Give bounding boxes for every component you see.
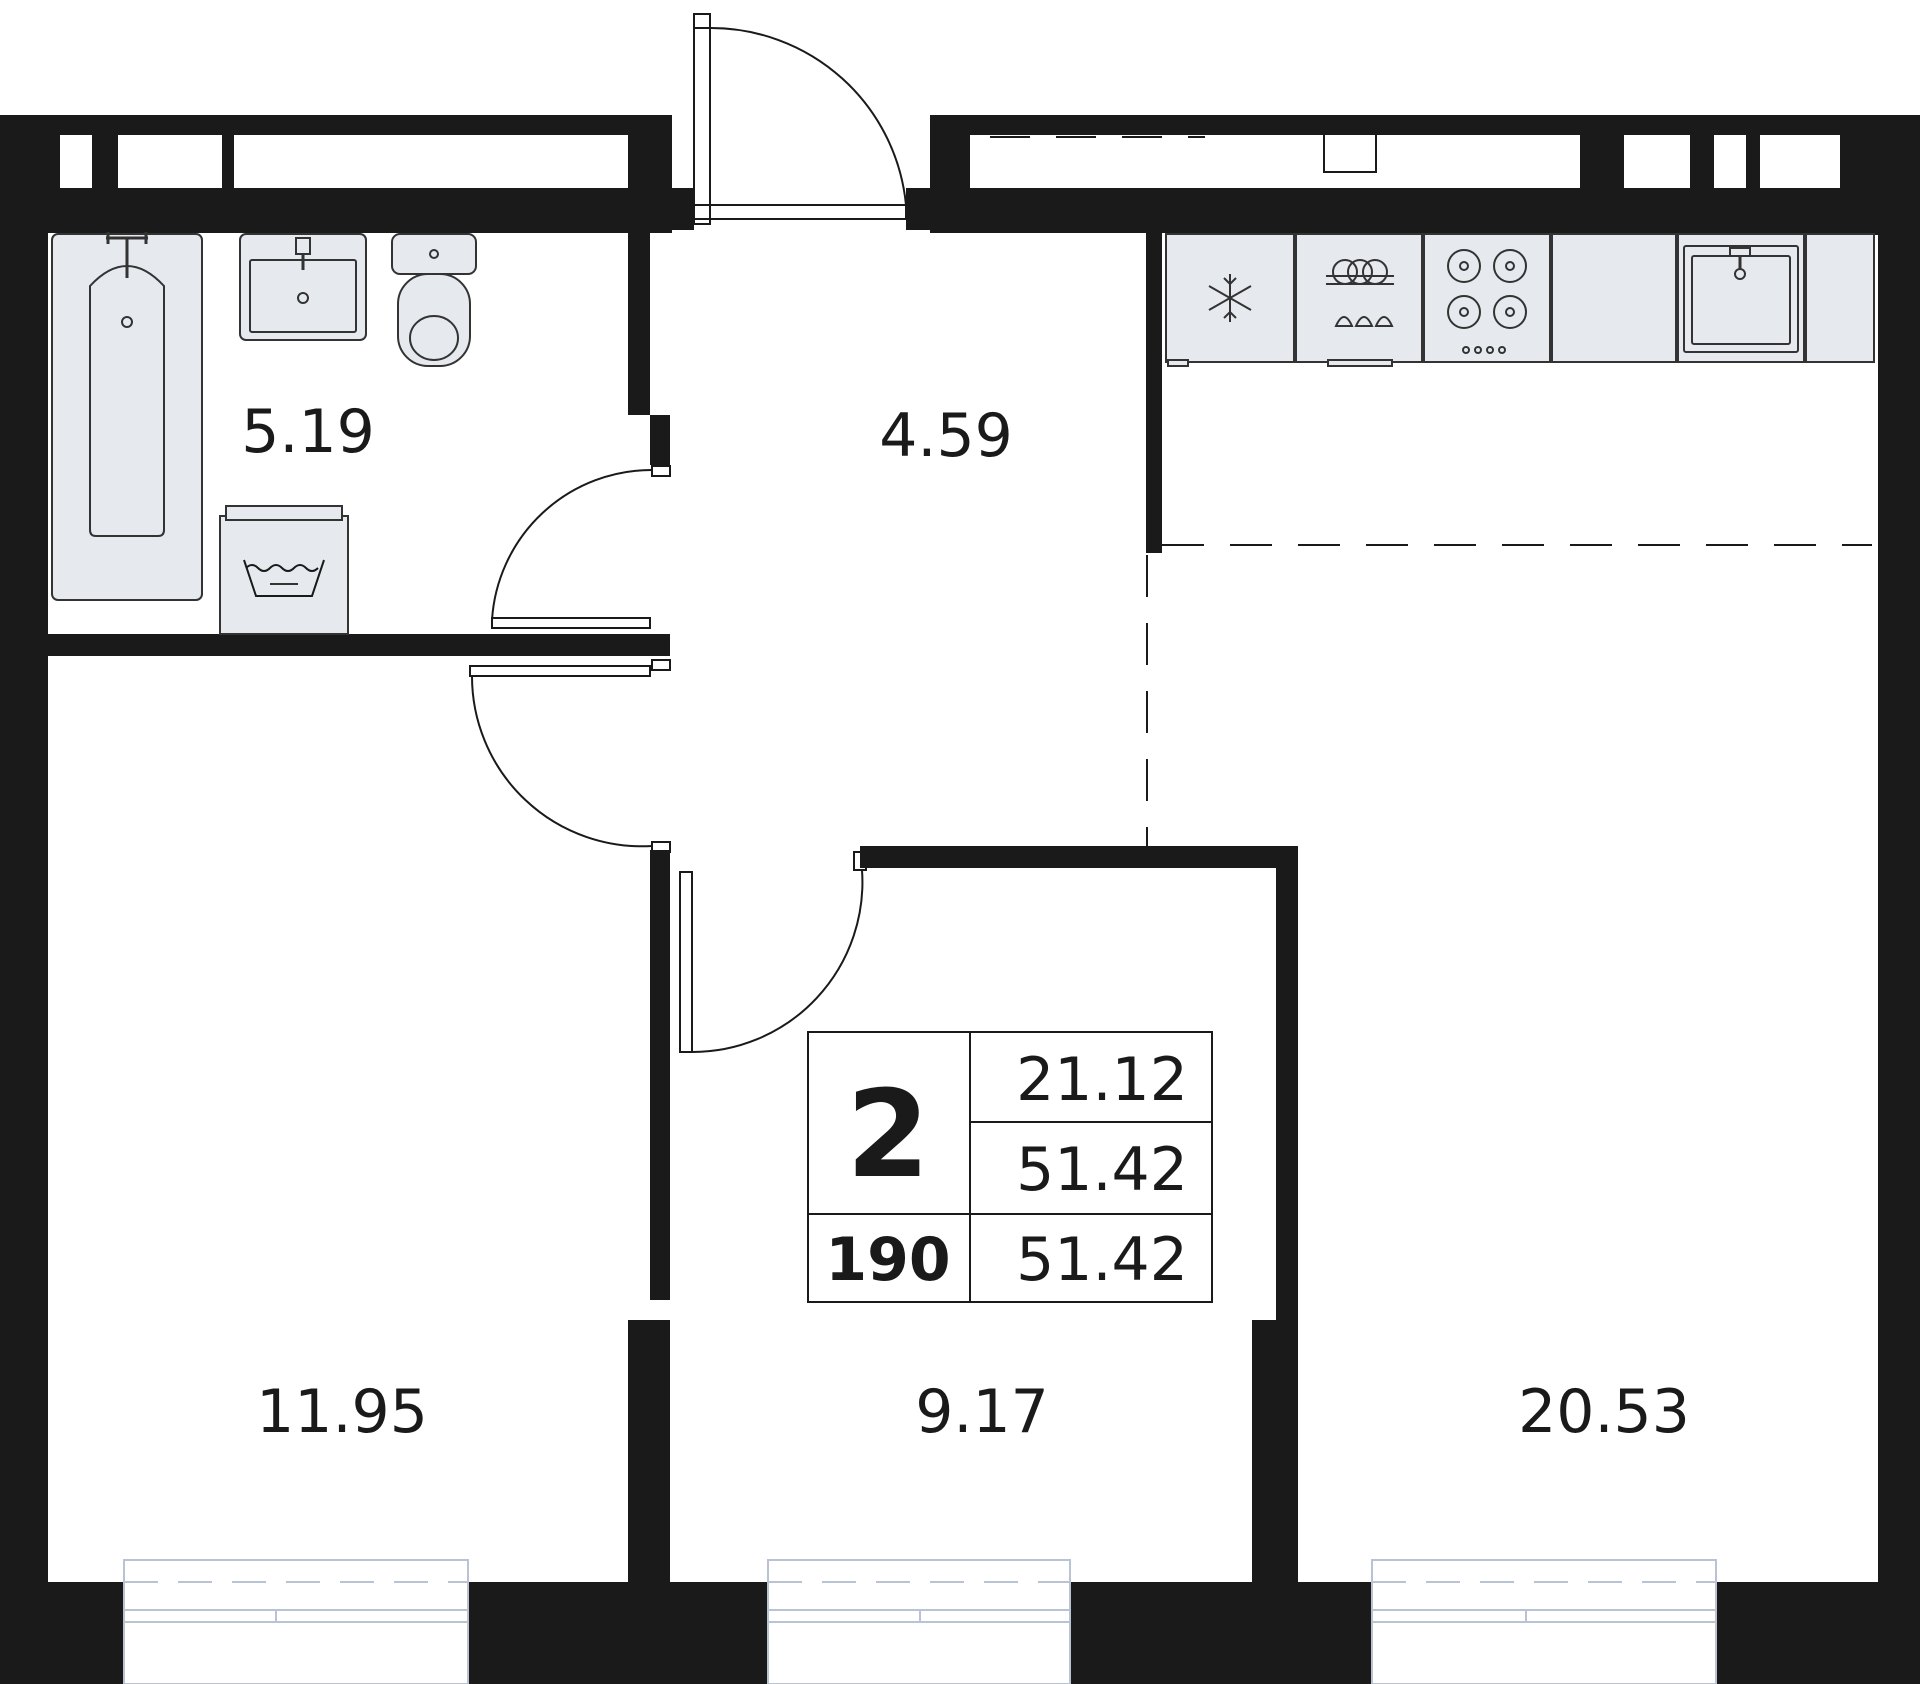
balcony-lines	[990, 133, 1377, 173]
bathtub-icon	[51, 232, 203, 601]
room-area-hallway: 4.59	[879, 401, 1013, 471]
zone-dashes	[1146, 544, 1872, 846]
sink-icon	[239, 233, 367, 341]
windows	[123, 1559, 1717, 1684]
area-value-3: 51.42	[1016, 1225, 1188, 1295]
room-area-bathroom: 5.19	[241, 397, 375, 467]
doors	[469, 13, 907, 1054]
kitchen-sink-icon	[1683, 245, 1799, 353]
area-value-2: 51.42	[1016, 1135, 1188, 1205]
room-area-bedroom-left: 11.95	[256, 1377, 428, 1447]
apartment-info-box: 2 190 21.12 51.42 51.42	[807, 1031, 1213, 1303]
apartment-number: 190	[825, 1225, 950, 1295]
room-area-bedroom-middle: 9.17	[915, 1377, 1049, 1447]
toilet-icon	[391, 233, 477, 367]
cooktop-icon	[1447, 249, 1527, 354]
oven-icon	[1326, 259, 1394, 367]
washing-machine-icon	[219, 505, 349, 635]
room-count: 2	[846, 1066, 930, 1205]
area-value-1: 21.12	[1016, 1045, 1188, 1115]
fridge-icon	[1208, 274, 1252, 322]
room-area-living-kitchen: 20.53	[1518, 1377, 1690, 1447]
walls	[0, 115, 1920, 1684]
